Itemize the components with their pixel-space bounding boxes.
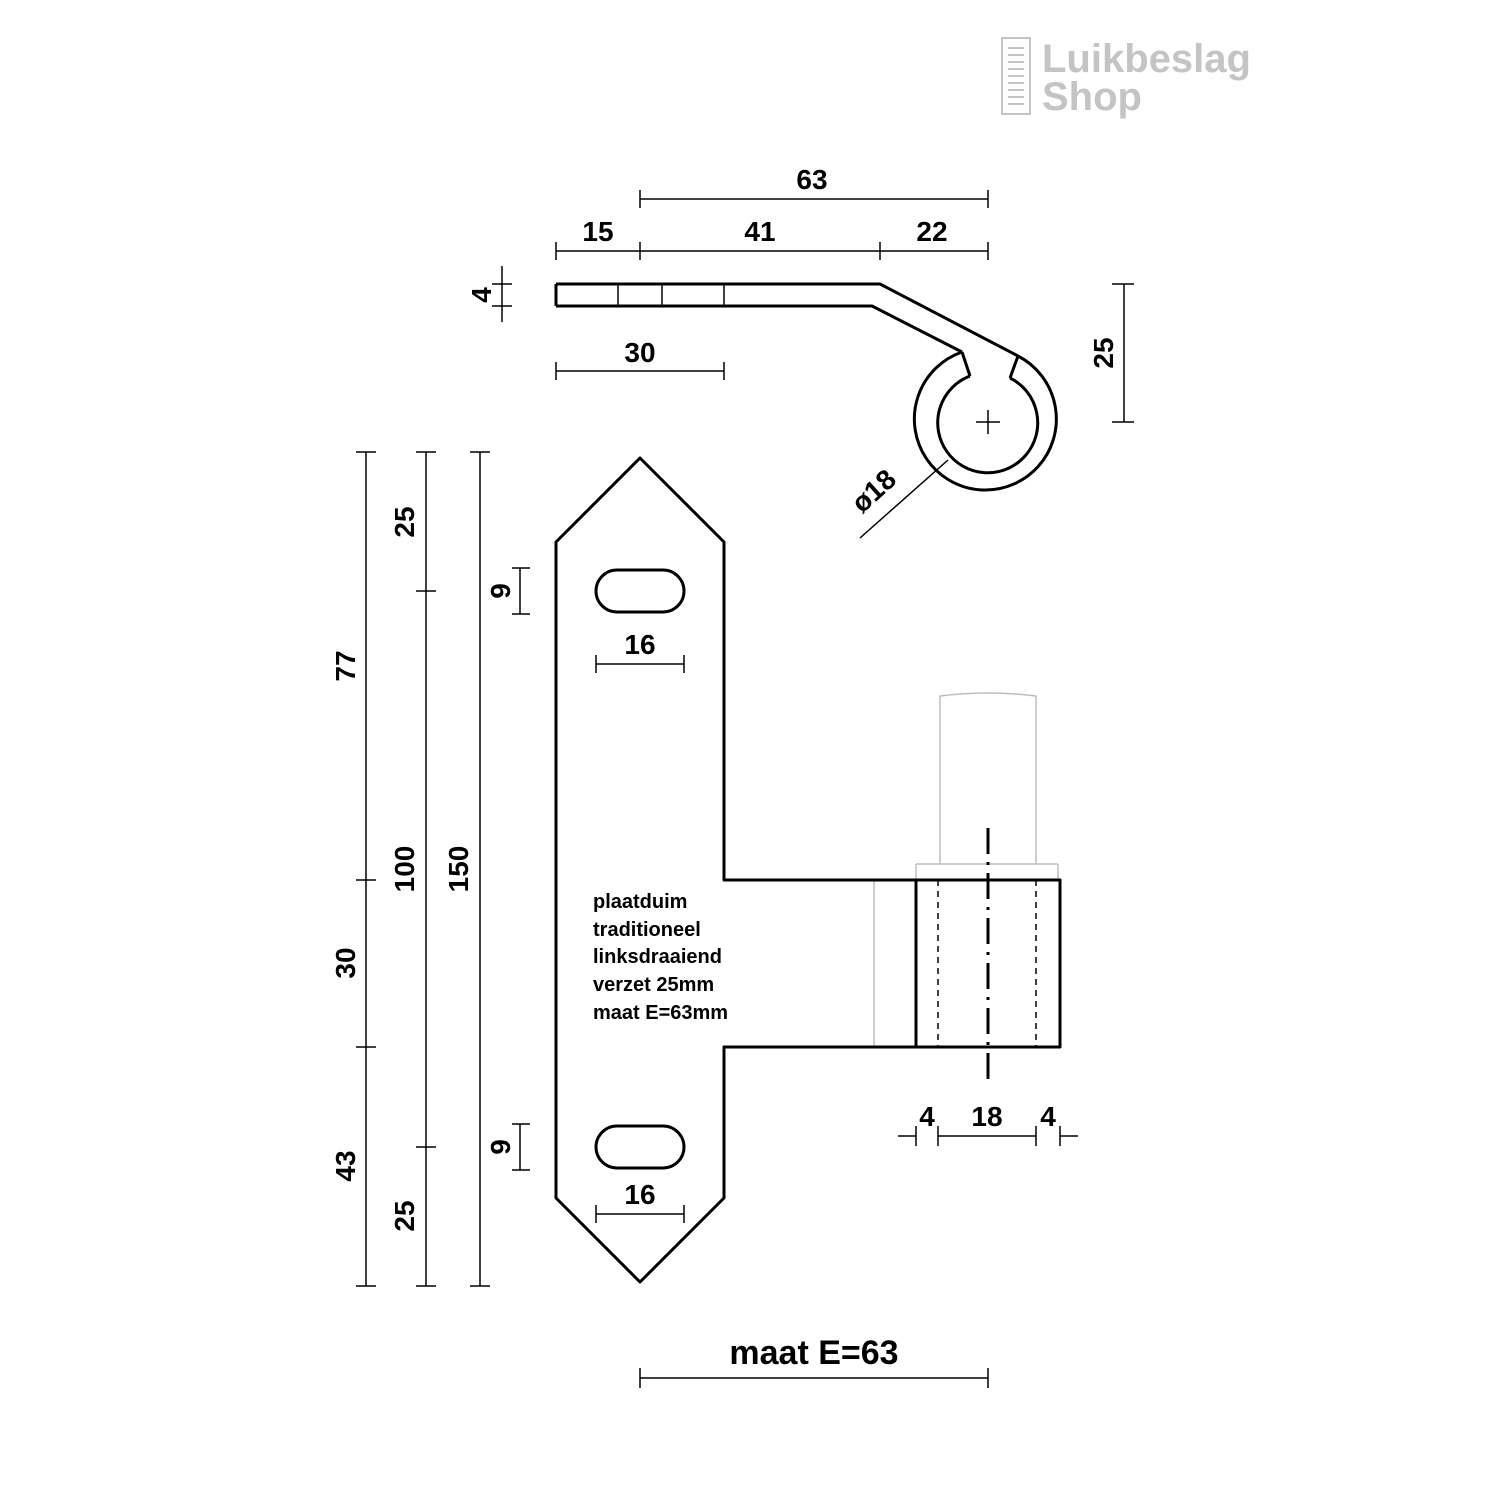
dim-top-seg2: 41 <box>744 216 775 247</box>
size-label: maat E=63 <box>729 1334 898 1372</box>
dim-front-middle-inner: 100 <box>389 846 420 893</box>
note-line-2: traditioneel <box>593 919 701 941</box>
dim-top-seg1: 15 <box>582 216 613 247</box>
note-line-1: plaatduim <box>593 891 687 913</box>
product-note: plaatduim traditioneel linksdraaiend ver… <box>593 891 728 1024</box>
note-line-3: linksdraaiend <box>593 946 722 968</box>
plate-outline <box>554 456 1062 1284</box>
dim-top-holes: 30 <box>624 337 655 368</box>
top-strap-hole-marks <box>617 284 725 306</box>
dim-top-total: 63 <box>796 164 827 195</box>
hinge-pin <box>873 692 1059 1047</box>
dim-front-top-mid: 25 <box>389 506 420 537</box>
dim-slot-w-bottom: 16 <box>624 1179 655 1210</box>
dim-wall-right: 4 <box>1040 1101 1056 1132</box>
mounting-slot-top <box>594 568 686 614</box>
logo-line1: Luikbeslag <box>1042 37 1251 81</box>
dim-slot-h-top: 9 <box>485 583 516 599</box>
front-dimension-lines <box>356 451 1078 1388</box>
note-line-5: maat E=63mm <box>593 1002 728 1024</box>
logo-grill-icon <box>1001 37 1031 115</box>
logo-line2: Shop <box>1042 75 1142 119</box>
top-strap-outline <box>554 282 1058 492</box>
knuckle-bore <box>937 880 1037 1047</box>
dim-front-total: 150 <box>443 846 474 893</box>
front-view: 77 30 43 25 100 25 150 9 9 16 16 4 18 4 <box>330 451 1078 1388</box>
dim-top-diameter: ø18 <box>845 463 902 518</box>
top-dimension-lines <box>492 190 1134 539</box>
dim-top-seg3: 22 <box>916 216 947 247</box>
dim-top-offset: 25 <box>1088 337 1119 368</box>
dim-front-bottom-outer: 43 <box>330 1150 361 1181</box>
dim-front-top-outer: 77 <box>330 650 361 681</box>
dim-front-bottom-mid: 25 <box>389 1200 420 1231</box>
dim-top-thickness: 4 <box>466 287 497 303</box>
mounting-slot-bottom <box>594 1124 686 1170</box>
dim-pin: 18 <box>971 1101 1002 1132</box>
dim-slot-h-bottom: 9 <box>485 1139 516 1155</box>
dim-wall-left: 4 <box>919 1101 935 1132</box>
top-view: 63 15 41 22 30 4 25 ø18 <box>466 164 1134 539</box>
logo: Luikbeslag Shop <box>1001 37 1251 119</box>
dim-front-arm: 30 <box>330 947 361 978</box>
dim-slot-w-top: 16 <box>624 629 655 660</box>
note-line-4: verzet 25mm <box>593 974 714 996</box>
